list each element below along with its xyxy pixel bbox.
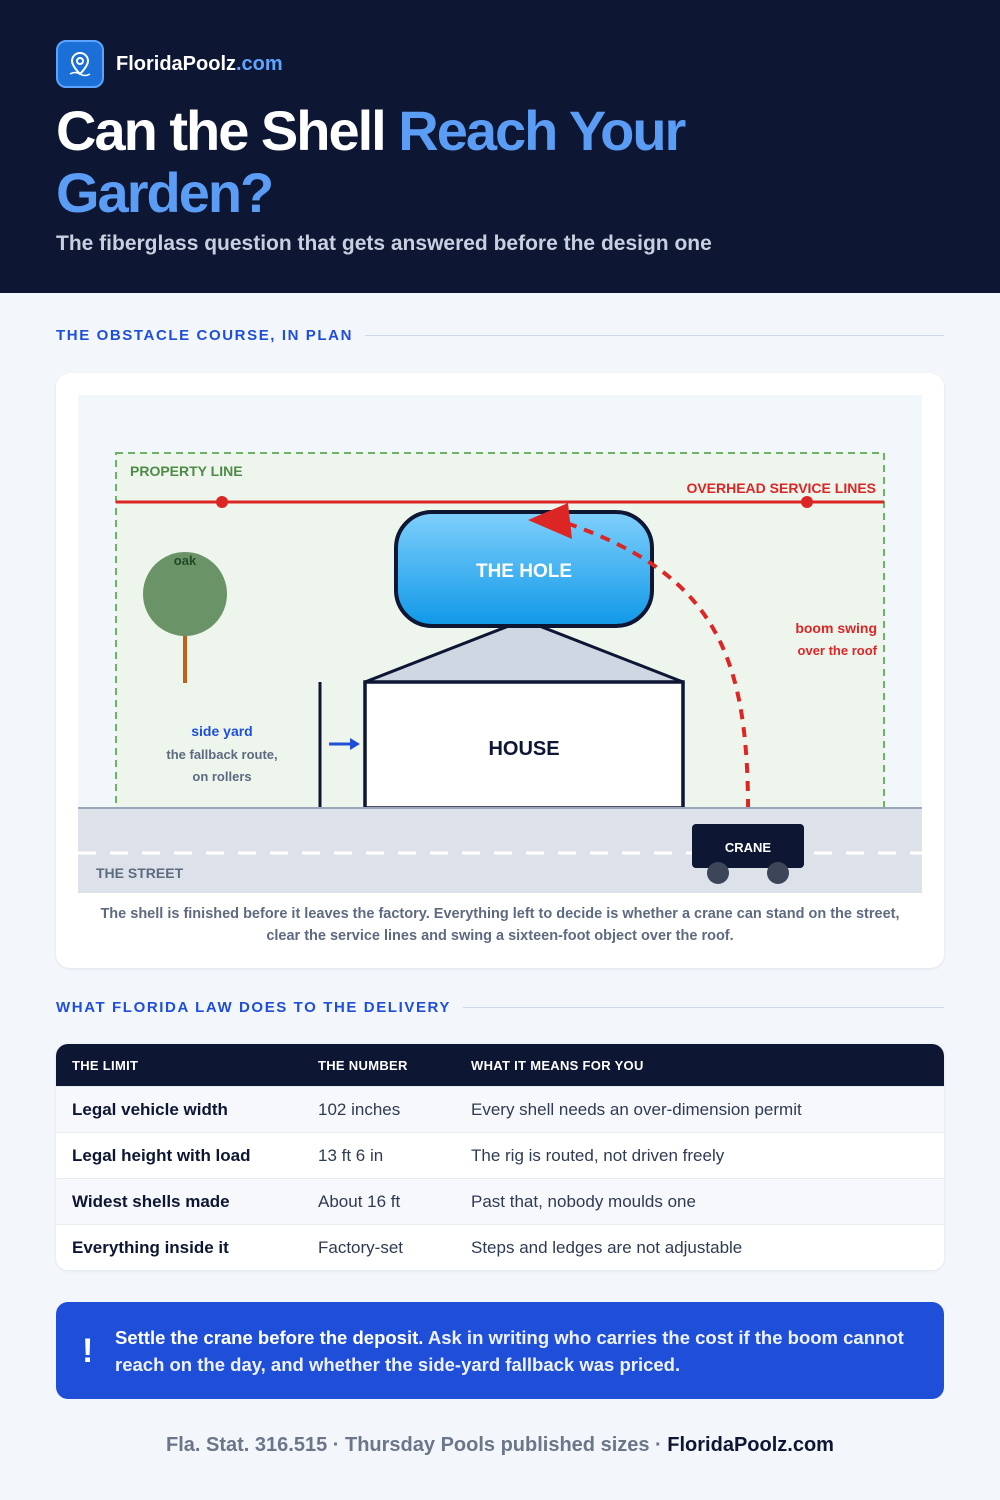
brand[interactable]: FloridaPoolz.com — [56, 40, 283, 88]
utility-pole-left — [216, 496, 228, 508]
crane-wheel-right — [767, 862, 789, 884]
cell-meaning: Steps and ledges are not adjustable — [471, 1237, 743, 1257]
cell-number: 13 ft 6 in — [318, 1145, 384, 1165]
footer-site-link[interactable]: FloridaPoolz.com — [667, 1434, 834, 1456]
tip-callout: ! Settle the crane before the deposit. A… — [56, 1302, 944, 1399]
page-subtitle: The fiberglass question that gets answer… — [56, 232, 712, 255]
title-blue-1: Reach Your — [398, 99, 686, 162]
cell-number: About 16 ft — [318, 1191, 401, 1211]
exclamation-icon: ! — [82, 1332, 94, 1370]
service-lines-label: OVERHEAD SERVICE LINES — [686, 480, 876, 496]
section-heading-law: WHAT FLORIDA LAW DOES TO THE DELIVERY — [56, 999, 944, 1016]
callout-text: Settle the crane before the deposit. Ask… — [115, 1324, 915, 1378]
boom-swing-label: boom swing — [795, 620, 877, 636]
cell-meaning: Every shell needs an over-dimension perm… — [471, 1099, 802, 1119]
cell-limit: Legal height with load — [72, 1145, 251, 1165]
cell-meaning: The rig is routed, not driven freely — [471, 1145, 725, 1165]
table-row: Legal vehicle width 102 inches Every she… — [56, 1086, 944, 1132]
footer-sources: Fla. Stat. 316.515 · Thursday Pools publ… — [0, 1434, 1000, 1457]
house — [363, 680, 685, 810]
delivery-limits-table: THE LIMIT THE NUMBER WHAT IT MEANS FOR Y… — [56, 1044, 944, 1270]
section-title: WHAT FLORIDA LAW DOES TO THE DELIVERY — [56, 999, 452, 1016]
brand-tld: .com — [236, 52, 283, 75]
section-title: THE OBSTACLE COURSE, IN PLAN — [56, 327, 354, 344]
footer-sources-text: Fla. Stat. 316.515 · Thursday Pools publ… — [166, 1434, 668, 1456]
title-white: Can the Shell — [56, 99, 399, 162]
side-yard-arrowhead — [350, 738, 360, 750]
section-rule — [463, 1007, 944, 1008]
crane-truck — [692, 824, 804, 868]
table-header: THE LIMIT THE NUMBER WHAT IT MEANS FOR Y… — [56, 1044, 944, 1086]
street-label: THE STREET — [96, 865, 184, 881]
side-yard-label: side yard — [191, 723, 252, 739]
table-body: Legal vehicle width 102 inches Every she… — [56, 1086, 944, 1270]
cell-limit: Legal vehicle width — [72, 1099, 228, 1119]
house-label: HOUSE — [488, 738, 559, 760]
location-pin-icon — [56, 40, 104, 88]
cell-limit: Widest shells made — [72, 1191, 230, 1211]
table-row: Legal height with load 13 ft 6 in The ri… — [56, 1132, 944, 1178]
hero-banner: FloridaPoolz.com Can the Shell Reach You… — [0, 0, 1000, 293]
tree-label: oak — [174, 553, 197, 568]
cell-number: 102 inches — [318, 1099, 401, 1119]
cell-meaning: Past that, nobody moulds one — [471, 1191, 696, 1211]
boom-swing-note: over the roof — [798, 643, 878, 658]
boom-swing-arrowhead — [528, 503, 572, 539]
section-rule — [365, 335, 944, 336]
brand-wordmark: FloridaPoolz.com — [116, 53, 283, 76]
side-yard-note-2: on rollers — [192, 769, 251, 784]
diagram-caption: The shell is finished before it leaves t… — [76, 903, 924, 947]
title-blue-2: Garden? — [56, 161, 274, 224]
site-plan-diagram: PROPERTY LINE OVERHEAD SERVICE LINES oak… — [78, 395, 922, 893]
cell-number: Factory-set — [318, 1237, 404, 1257]
property-line-label: PROPERTY LINE — [130, 463, 243, 479]
callout-body: Ask in writing who carries the cost if t… — [115, 1327, 904, 1375]
caption-line-2: clear the service lines and swing a sixt… — [266, 928, 734, 944]
table-row: Widest shells made About 16 ft Past that… — [56, 1178, 944, 1224]
boom-swing-arc — [547, 515, 751, 828]
caption-line-1: The shell is finished before it leaves t… — [100, 906, 900, 922]
section-heading-obstacle: THE OBSTACLE COURSE, IN PLAN — [56, 327, 944, 344]
crane-wheel-left — [707, 862, 729, 884]
pool-hole — [394, 510, 654, 628]
header-number: THE NUMBER — [318, 1057, 408, 1073]
header-meaning: WHAT IT MEANS FOR YOU — [471, 1057, 644, 1073]
table-row: Everything inside it Factory-set Steps a… — [56, 1224, 944, 1270]
pool-label: THE HOLE — [476, 561, 572, 582]
tree-icon — [143, 552, 227, 636]
callout-lead: Settle the crane before the deposit. — [115, 1327, 424, 1348]
crane-label: CRANE — [725, 840, 772, 855]
page-title: Can the Shell Reach Your Garden? — [56, 100, 956, 224]
side-yard-note-1: the fallback route, — [166, 747, 277, 762]
utility-pole-right — [801, 496, 813, 508]
header-limit: THE LIMIT — [72, 1057, 139, 1073]
brand-name: FloridaPoolz — [116, 52, 236, 75]
cell-limit: Everything inside it — [72, 1237, 229, 1257]
diagram-card: PROPERTY LINE OVERHEAD SERVICE LINES oak… — [56, 373, 944, 968]
